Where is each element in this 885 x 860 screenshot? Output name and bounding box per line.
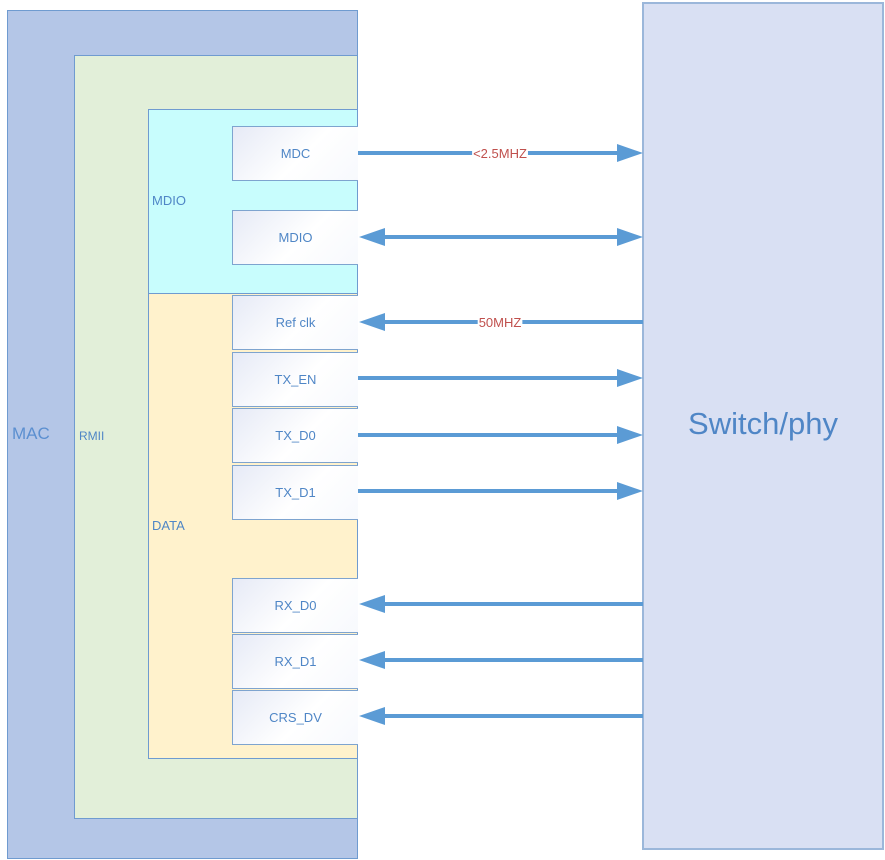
- signal-box-rx-d1: RX_D1: [232, 634, 358, 689]
- arrowhead-left-rx-d0: [359, 595, 385, 613]
- signal-box-rx-d0: RX_D0: [232, 578, 358, 633]
- signal-box-ref-clk: Ref clk: [232, 295, 358, 350]
- arrowhead-left-ref-clk: [359, 313, 385, 331]
- signal-label: Ref clk: [275, 315, 316, 330]
- mdio-group-label: MDIO: [152, 193, 186, 208]
- signal-label: TX_D0: [275, 428, 316, 443]
- signal-box-tx-d0: TX_D0: [232, 408, 358, 463]
- signal-label: MDC: [280, 146, 311, 161]
- arrowhead-left-crs-dv: [359, 707, 385, 725]
- signal-box-tx-d1: TX_D1: [232, 465, 358, 520]
- signal-label: RX_D0: [274, 598, 317, 613]
- arrowhead-right-mdio: [617, 228, 643, 246]
- signal-label: RX_D1: [274, 654, 317, 669]
- arrowhead-left-mdio: [359, 228, 385, 246]
- arrowhead-right-tx-d1: [617, 482, 643, 500]
- arrowhead-right-mdc: [617, 144, 643, 162]
- signal-box-tx-en: TX_EN: [232, 352, 358, 407]
- signal-box-crs-dv: CRS_DV: [232, 690, 358, 745]
- signal-box-mdc: MDC: [232, 126, 358, 181]
- arrowhead-right-tx-d0: [617, 426, 643, 444]
- annotation-bg-mdc: [472, 144, 528, 161]
- switch-phy-label: Switch/phy: [688, 406, 838, 441]
- frequency-annotation-mdc: <2.5MHZ: [473, 146, 527, 161]
- arrowhead-right-tx-en: [617, 369, 643, 387]
- rmii-label: RMII: [79, 429, 105, 443]
- signal-box-mdio: MDIO: [232, 210, 358, 265]
- data-group-label: DATA: [152, 518, 185, 533]
- arrowhead-left-rx-d1: [359, 651, 385, 669]
- signal-label: CRS_DV: [269, 710, 322, 725]
- switch-phy-block: [642, 2, 884, 850]
- frequency-annotation-ref-clk: 50MHZ: [479, 315, 522, 330]
- mac-label: MAC: [12, 424, 50, 443]
- signal-label: TX_D1: [275, 485, 316, 500]
- signal-label: TX_EN: [274, 372, 317, 387]
- annotation-bg-ref-clk: [477, 313, 523, 330]
- signal-label: MDIO: [278, 230, 313, 245]
